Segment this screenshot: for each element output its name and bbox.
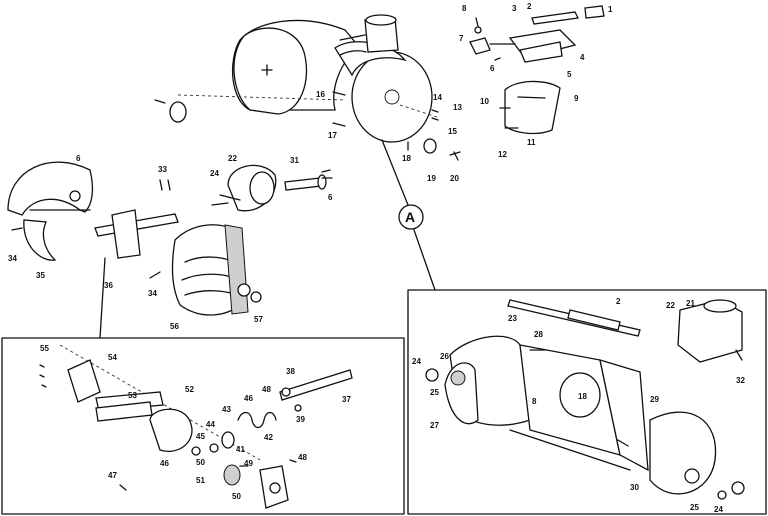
callout-3: 3 bbox=[512, 4, 517, 13]
callout-5: 5 bbox=[567, 70, 572, 79]
inset-callout-24b: 24 bbox=[714, 505, 723, 514]
auger-housing-assembly bbox=[154, 14, 441, 143]
callout-35: 35 bbox=[36, 271, 45, 280]
view-a-leaders bbox=[99, 139, 436, 339]
inset-callout-45: 45 bbox=[196, 432, 205, 441]
inset-callout-52: 52 bbox=[185, 385, 194, 394]
callout-19: 19 bbox=[427, 174, 436, 183]
callout-12: 12 bbox=[498, 150, 507, 159]
inset-callout-48b: 48 bbox=[298, 453, 307, 462]
callout-6: 6 bbox=[490, 64, 495, 73]
inset-callout-25b: 25 bbox=[690, 503, 699, 512]
inset-callout-51: 51 bbox=[196, 476, 205, 485]
callout-34: 34 bbox=[8, 254, 17, 263]
inset-callout-8: 8 bbox=[532, 397, 537, 406]
inset-callout-24: 24 bbox=[412, 357, 421, 366]
inset-callout-43: 43 bbox=[222, 405, 231, 414]
inset-callout-28: 28 bbox=[534, 330, 543, 339]
inset-callout-54: 54 bbox=[108, 353, 117, 362]
inset-callout-29: 29 bbox=[650, 395, 659, 404]
callout-20: 20 bbox=[450, 174, 459, 183]
callout-13: 13 bbox=[453, 103, 462, 112]
callout-36: 36 bbox=[104, 281, 113, 290]
callout-8: 8 bbox=[462, 4, 467, 13]
callout-33: 33 bbox=[158, 165, 167, 174]
inset-callout-21: 21 bbox=[686, 299, 695, 308]
inset-callout-44: 44 bbox=[206, 420, 215, 429]
inset-callout-48: 48 bbox=[262, 385, 271, 394]
inset-callout-49: 49 bbox=[244, 459, 253, 468]
callout-16: 16 bbox=[316, 90, 325, 99]
callout-57: 57 bbox=[254, 315, 263, 324]
inset-callout-25: 25 bbox=[430, 388, 439, 397]
inset-callout-37: 37 bbox=[342, 395, 351, 404]
view-a-label: A bbox=[405, 209, 415, 225]
inset-callout-27: 27 bbox=[430, 421, 439, 430]
inset-callout-41: 41 bbox=[236, 445, 245, 454]
housing-inset-frame bbox=[407, 289, 767, 515]
inset-callout-2: 2 bbox=[616, 297, 621, 306]
inset-callout-47: 47 bbox=[108, 471, 117, 480]
callout-15: 15 bbox=[448, 127, 457, 136]
housing-inset-drawing bbox=[425, 299, 745, 500]
callout-24: 24 bbox=[210, 169, 219, 178]
inset-callout-23: 23 bbox=[508, 314, 517, 323]
callout-6-shroud: 6 bbox=[76, 154, 81, 163]
inset-callout-55: 55 bbox=[40, 344, 49, 353]
callout-14: 14 bbox=[433, 93, 442, 102]
inset-callout-30: 30 bbox=[630, 483, 639, 492]
callout-18: 18 bbox=[402, 154, 411, 163]
inset-callout-50b: 50 bbox=[232, 492, 241, 501]
inset-callout-22: 22 bbox=[666, 301, 675, 310]
inset-callout-38: 38 bbox=[286, 367, 295, 376]
inset-callout-32: 32 bbox=[736, 376, 745, 385]
callout-56: 56 bbox=[170, 322, 179, 331]
callout-9: 9 bbox=[574, 94, 579, 103]
callout-11: 11 bbox=[527, 138, 536, 147]
callout-7: 7 bbox=[459, 34, 464, 43]
callout-4: 4 bbox=[580, 53, 585, 62]
inset-callout-50: 50 bbox=[196, 458, 205, 467]
inset-callout-18: 18 bbox=[578, 392, 587, 401]
inset-callout-46: 46 bbox=[244, 394, 253, 403]
callout-6-gear: 6 bbox=[328, 193, 333, 202]
auger-left-assembly bbox=[7, 161, 333, 316]
callout-22: 22 bbox=[228, 154, 237, 163]
view-a-marker bbox=[398, 204, 424, 230]
callout-10: 10 bbox=[480, 97, 489, 106]
inset-callout-26: 26 bbox=[440, 352, 449, 361]
callout-34-auger: 34 bbox=[148, 289, 157, 298]
callout-2: 2 bbox=[527, 2, 532, 11]
auger-inset-frame bbox=[1, 337, 405, 515]
inset-callout-53: 53 bbox=[128, 391, 137, 400]
inset-callout-39: 39 bbox=[296, 415, 305, 424]
callout-31: 31 bbox=[290, 156, 299, 165]
inset-callout-46b: 46 bbox=[160, 459, 169, 468]
auger-inset-drawing bbox=[39, 344, 353, 509]
chute-crank-assembly bbox=[407, 5, 605, 161]
callout-17: 17 bbox=[328, 131, 337, 140]
callout-1: 1 bbox=[608, 5, 613, 14]
inset-callout-42: 42 bbox=[264, 433, 273, 442]
